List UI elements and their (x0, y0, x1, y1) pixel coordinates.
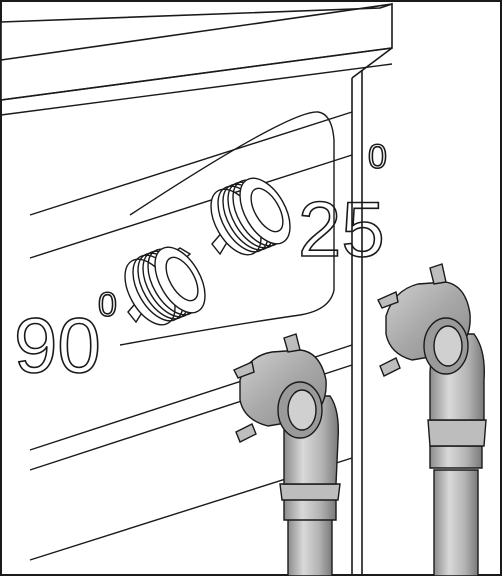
cabinet-side (351, 47, 393, 576)
right-hose (377, 263, 487, 576)
label-left-unit: 0 (98, 286, 117, 324)
right-connector (210, 177, 291, 256)
counter-edge (0, 2, 393, 101)
label-right-value: 25 (298, 185, 385, 273)
left-connector (124, 246, 206, 326)
label-left-value: 90 (14, 301, 101, 389)
label-right-unit: 0 (368, 138, 387, 176)
left-hose (233, 333, 341, 576)
